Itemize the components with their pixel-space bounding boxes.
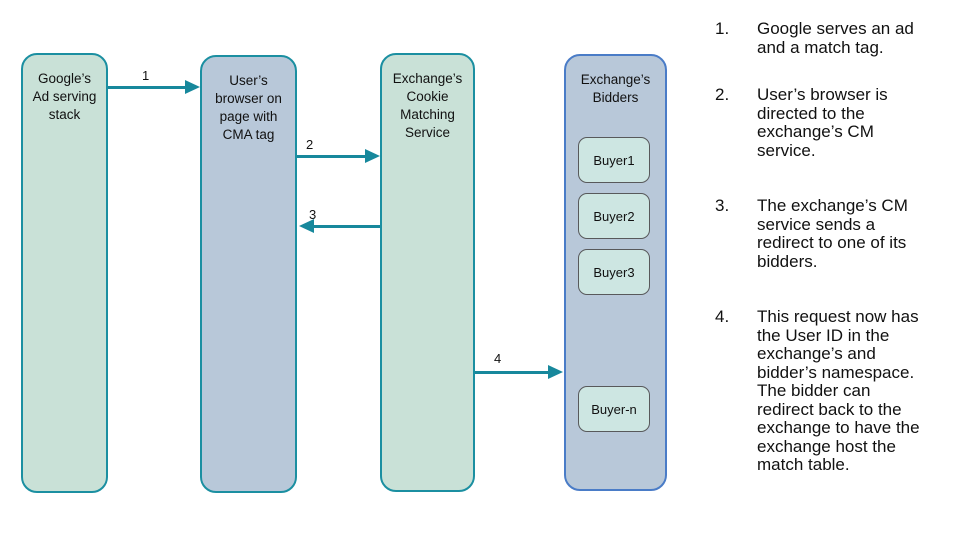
step-item-1: 1. Google serves an ad and a match tag.: [715, 19, 950, 57]
step-item-4: 4. This request now has the User ID in t…: [715, 307, 950, 475]
step-number: 4.: [715, 307, 730, 326]
buyer-3-box: Buyer3: [578, 249, 650, 295]
arrow-2-line: [297, 155, 367, 158]
step-item-2: 2. User’s browser is directed to the exc…: [715, 85, 950, 160]
node-label: Exchange’s Cookie Matching Service: [392, 71, 463, 140]
buyer-label: Buyer3: [593, 264, 635, 280]
buyer-n-box: Buyer-n: [578, 386, 650, 432]
step-item-3: 3. The exchange’s CM service sends a red…: [715, 196, 950, 271]
arrow-2-label: 2: [306, 137, 314, 152]
step-number: 3.: [715, 196, 730, 215]
arrow-3-head: [299, 219, 314, 233]
arrow-2-head: [365, 149, 380, 163]
node-label: Google’s Ad serving stack: [32, 71, 97, 122]
steps-list: 1. Google serves an ad and a match tag. …: [715, 19, 950, 475]
node-label: User’s browser on page with CMA tag: [215, 73, 282, 142]
step-number: 1.: [715, 19, 730, 38]
step-text: The exchange’s CM service sends a redire…: [757, 196, 908, 271]
step-text: Google serves an ad and a match tag.: [757, 19, 914, 57]
node-exchange-bidders: Exchange’s Bidders Buyer1 Buyer2 Buyer3 …: [564, 54, 667, 491]
node-exchange-cm-service: Exchange’s Cookie Matching Service: [380, 53, 475, 492]
buyer-label: Buyer-n: [591, 401, 637, 417]
arrow-4-head: [548, 365, 563, 379]
arrow-3-label: 3: [309, 207, 317, 222]
arrow-1-line: [108, 86, 188, 89]
arrow-4-line: [475, 371, 551, 374]
arrow-1-head: [185, 80, 200, 94]
buyer-2-box: Buyer2: [578, 193, 650, 239]
arrow-3-line: [312, 225, 380, 228]
step-text: This request now has the User ID in the …: [757, 307, 920, 474]
buyer-label: Buyer2: [593, 208, 635, 224]
arrow-4-label: 4: [494, 351, 502, 366]
buyer-label: Buyer1: [593, 152, 635, 168]
arrow-1-label: 1: [142, 68, 150, 83]
step-number: 2.: [715, 85, 730, 104]
node-user-browser: User’s browser on page with CMA tag: [200, 55, 297, 493]
node-label: Exchange’s Bidders: [580, 72, 651, 105]
node-google-ad-serving-stack: Google’s Ad serving stack: [21, 53, 108, 493]
step-text: User’s browser is directed to the exchan…: [757, 85, 888, 160]
buyer-1-box: Buyer1: [578, 137, 650, 183]
